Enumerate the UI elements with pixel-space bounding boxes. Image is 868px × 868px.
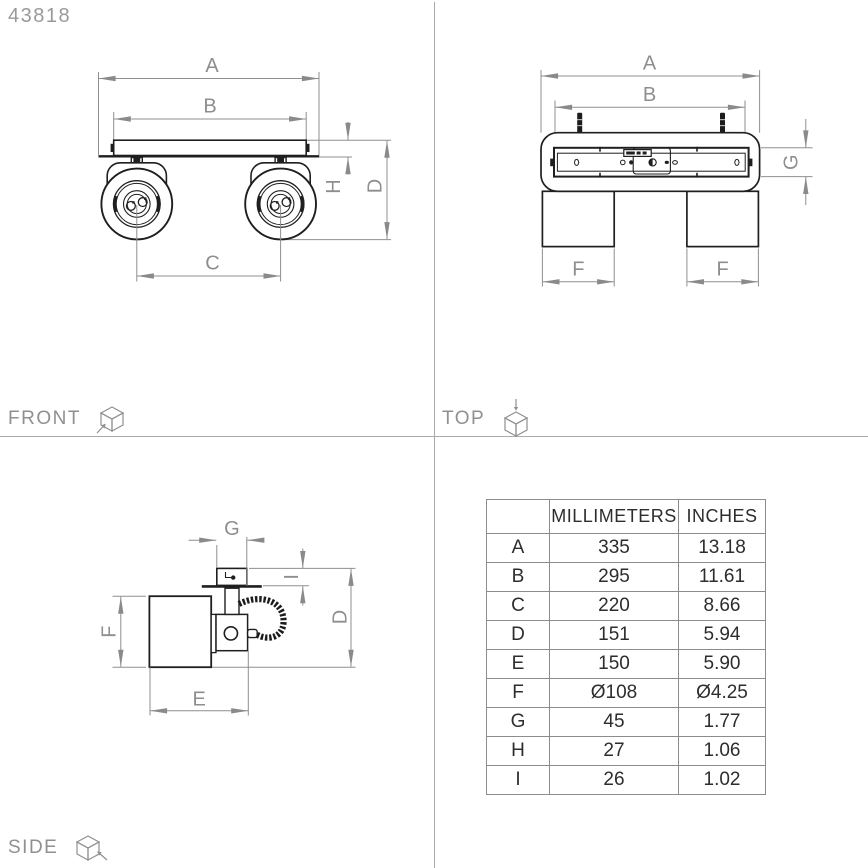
row-key: A [486,533,550,563]
top-spot-heads [541,190,760,248]
front-dimension-lines [98,72,391,241]
table-header-row: MILLIMETERS INCHES [486,499,766,534]
table-row: F Ø108 Ø4.25 [486,678,766,708]
header-inches: INCHES [678,499,766,534]
top-dimension-labels: A B F F G [572,53,802,281]
row-in: 11.61 [678,562,766,592]
top-view-drawing: A B F F G [540,53,813,287]
top-mounting-bracket [550,146,753,178]
table-row: H 27 1.06 [486,736,766,766]
table-row: C 220 8.66 [486,591,766,621]
row-mm: 151 [549,620,679,650]
quadrant-divider-horizontal [0,436,868,437]
dim-label-f: F [99,626,121,638]
row-mm: Ø108 [549,678,679,708]
front-canopy-plate [98,139,319,158]
table-row: I 26 1.02 [486,765,766,795]
top-mounting-screws [577,112,725,134]
dim-label-h: H [323,179,345,193]
dim-label-f2: F [716,259,728,281]
top-bracket-label-marks [626,151,647,155]
side-dimension-lines [112,537,356,716]
row-key: G [486,707,550,737]
front-view-title: FRONT [8,408,81,429]
row-mm: 26 [549,765,679,795]
table-row: G 45 1.77 [486,707,766,737]
front-view-cube-icon [96,406,125,434]
dim-label-f1: F [572,259,584,281]
dim-label-a: A [643,53,657,75]
side-view-label: SIDE [8,831,109,865]
top-dimension-lines [540,70,813,287]
row-key: H [486,736,550,766]
row-in: 5.94 [678,620,766,650]
dim-label-d: D [330,610,352,624]
row-in: 13.18 [678,533,766,563]
front-dimension-c [136,205,282,282]
row-in: 8.66 [678,591,766,621]
side-cable-gland [246,628,258,639]
product-code: 43818 [8,5,72,27]
row-key: F [486,678,550,708]
header-millimeters: MILLIMETERS [549,499,679,534]
dim-label-b: B [643,84,656,106]
dimension-table: MILLIMETERS INCHES A 335 13.18 B 295 11.… [486,499,766,795]
row-key: E [486,649,550,679]
row-in: 1.02 [678,765,766,795]
table-row: B 295 11.61 [486,562,766,592]
dim-label-e: E [193,689,206,711]
row-mm: 45 [549,707,679,737]
row-mm: 150 [549,649,679,679]
side-view-cube-icon [76,835,108,862]
table-row: A 335 13.18 [486,533,766,563]
dim-label-c: C [205,253,219,275]
row-mm: 295 [549,562,679,592]
dim-label-g: G [781,154,803,170]
front-view-label: FRONT [8,402,130,436]
top-view-cube-icon [503,399,529,438]
side-view-title: SIDE [8,837,59,858]
side-view-drawing: G I D E F [99,518,356,716]
side-coiled-cable [237,596,287,641]
table-row: E 150 5.90 [486,649,766,679]
dim-label-d: D [365,179,387,193]
dim-label-b: B [203,96,216,118]
row-key: C [486,591,550,621]
row-in: Ø4.25 [678,678,766,708]
row-mm: 220 [549,591,679,621]
row-key: B [486,562,550,592]
table-row: D 151 5.94 [486,620,766,650]
row-mm: 27 [549,736,679,766]
side-mounting-box [201,567,262,588]
quadrant-divider-vertical [434,2,435,868]
front-dimension-labels: A B C H D [203,55,386,275]
dim-label-i: I [281,574,303,580]
header-key [486,499,550,534]
row-key: I [486,765,550,795]
dim-label-g: G [224,518,240,540]
row-in: 1.06 [678,736,766,766]
front-view-drawing: A B C H D [98,55,391,282]
row-in: 1.77 [678,707,766,737]
side-pivot-knob [223,625,239,641]
dim-label-a: A [205,55,219,77]
top-view-title: TOP [442,408,486,429]
row-mm: 335 [549,533,679,563]
top-view-label: TOP [442,399,534,438]
row-key: D [486,620,550,650]
row-in: 5.90 [678,649,766,679]
side-dimension-labels: G I D E F [99,518,352,711]
